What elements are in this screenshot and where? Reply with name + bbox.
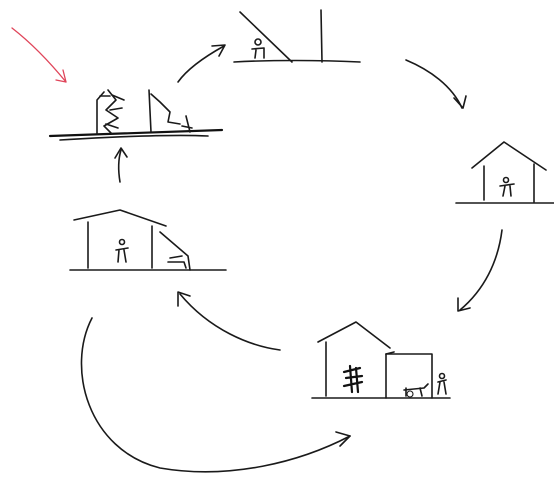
arrow-small-house-to-bottom xyxy=(458,230,502,311)
arrow-top-to-small-house xyxy=(406,60,466,108)
arrow-loop-to-bottom-house xyxy=(81,318,350,472)
arrow-ruin-to-top xyxy=(178,45,225,82)
arrow-to-ruin xyxy=(115,148,127,182)
stage-house-with-annex xyxy=(312,322,450,398)
stage-collapsed-ruin xyxy=(50,90,222,140)
stage-extended-house xyxy=(70,210,226,270)
stage-lean-to xyxy=(234,10,360,62)
stage-small-house xyxy=(456,142,554,203)
red-pointer-arrow-icon xyxy=(12,28,66,82)
arrow-bottom-to-extended-house xyxy=(178,292,280,350)
